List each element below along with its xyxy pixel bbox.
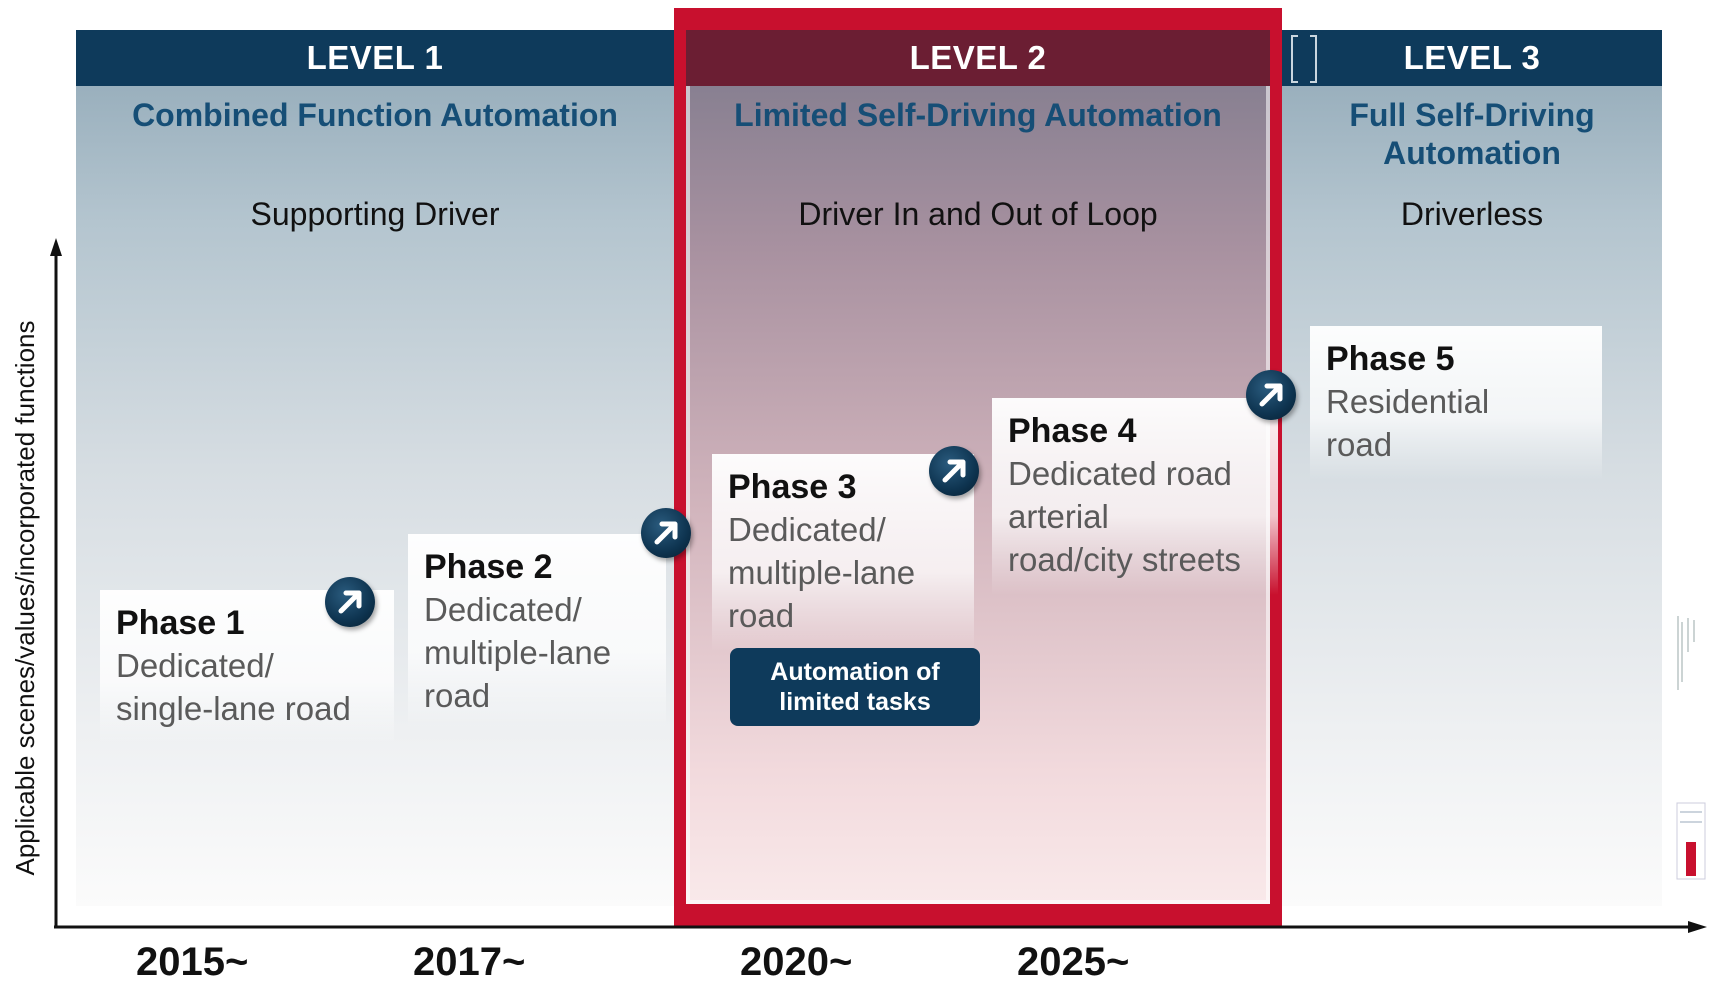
level2-subtitle: Limited Self-Driving Automation [734,97,1222,133]
circle-arrow-up-right-icon [325,577,375,627]
y-axis-label: Applicable scenes/values/incorporated fu… [10,320,40,876]
level1-role: Supporting Driver [250,196,500,232]
phase1-line: single-lane road [116,690,351,727]
phase4-title: Phase 4 [1008,412,1137,450]
phase4-line: road/city streets [1008,541,1241,578]
phase5-line: Residential [1326,383,1490,420]
level3-subtitle-line1: Full Self-Driving [1349,97,1595,133]
phase4-line: Dedicated road [1008,455,1232,492]
level3-subtitle: Full Self-Driving Automation [1282,96,1662,172]
level3-role: Driverless [1400,196,1544,232]
year-label: 2015~ [136,940,249,984]
phase1-title: Phase 1 [116,604,245,642]
phase5-line: road [1326,426,1393,463]
phase5-title: Phase 5 [1326,340,1455,378]
level1-column [76,30,674,906]
automation-note-line2: limited tasks [779,688,931,716]
year-label: 2017~ [413,940,526,984]
circle-arrow-up-right-icon [1246,370,1296,420]
level3-header: LEVEL 3 [1282,30,1662,86]
phase3-card: Phase 3 Dedicated/ multiple-lane road [712,454,974,651]
circle-arrow-up-right-icon [929,446,979,496]
level3-subtitle-line2: Automation [1383,135,1561,171]
year-label: 2020~ [740,940,853,984]
level2-header: LEVEL 2 [686,30,1270,86]
phase2-card: Phase 2 Dedicated/ multiple-lane road [408,534,666,731]
phase3-line: multiple-lane [728,554,916,591]
thumbnail-text-artifact [1677,616,1695,690]
phase4-card: Phase 4 Dedicated road arterial road/cit… [992,398,1278,595]
phase3-line: Dedicated/ [728,511,886,548]
circle-arrow-up-right-icon [641,508,691,558]
level2-role: Driver In and Out of Loop [798,196,1158,232]
phase1-line: Dedicated/ [116,647,274,684]
automation-note-badge: Automation of limited tasks [730,648,980,726]
thumbnail-chart-artifact [1676,802,1706,880]
phase3-line: road [728,597,795,634]
phase2-line: Dedicated/ [424,591,582,628]
phase2-line: road [424,677,491,714]
phase3-title: Phase 3 [728,468,857,506]
phase2-title: Phase 2 [424,548,553,586]
bracket-icon [1291,35,1317,83]
phase4-line: arterial [1008,498,1109,535]
x-axis-arrowhead [1688,921,1707,933]
phase2-line: multiple-lane [424,634,612,671]
automation-note-line1: Automation of [770,658,940,686]
level1-header: LEVEL 1 [76,30,674,86]
phase5-card: Phase 5 Residential road [1310,326,1602,480]
y-axis-arrowhead [50,238,62,256]
level1-subtitle: Combined Function Automation [132,97,618,133]
year-label: 2025~ [1017,940,1130,984]
